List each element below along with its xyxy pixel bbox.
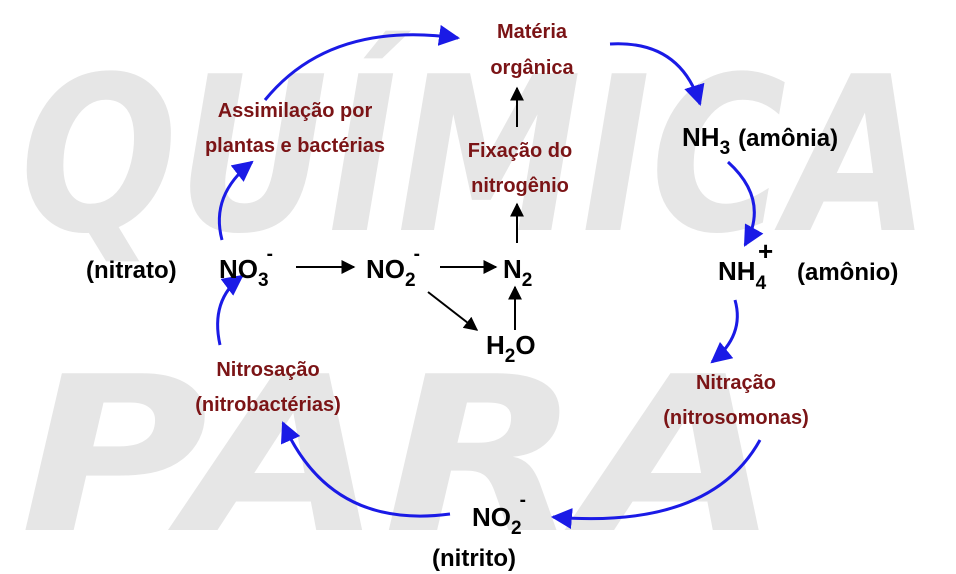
arrow-nitrite-to-nitrosation bbox=[280, 421, 451, 518]
nitrate-formula-main: NO bbox=[219, 254, 258, 284]
water-formula: H2O bbox=[486, 330, 536, 367]
fixation-line1: Fixação do bbox=[468, 140, 572, 162]
arrow-nitrate-to-assimilation bbox=[217, 160, 254, 241]
nitrite-mid-subscript: 2 bbox=[405, 270, 416, 291]
ammonia-main: NH bbox=[682, 122, 720, 152]
organic-matter-line1: Matéria bbox=[497, 21, 568, 43]
organic-matter-line2: orgânica bbox=[490, 57, 574, 79]
nitration-line1: Nitração bbox=[696, 372, 776, 394]
fixation-line2: nitrogênio bbox=[471, 175, 569, 197]
ammonium-note: (amônio) bbox=[797, 259, 898, 286]
nitrite-mid-formula: NO2 - bbox=[366, 244, 420, 291]
nitrite-bottom-charge: - bbox=[520, 490, 526, 511]
watermark-line1: QUÍMICA bbox=[20, 29, 930, 281]
water-subscript: 2 bbox=[505, 346, 516, 367]
arrow-ammonia-to-ammonium bbox=[726, 160, 764, 247]
ammonia-note: (amônia) bbox=[738, 125, 838, 152]
assimilation-line1: Assimilação por bbox=[218, 100, 373, 122]
nitrite-bottom-formula: NO2 - bbox=[472, 490, 526, 539]
water-o: O bbox=[515, 330, 535, 360]
nitrate-formula: NO3 - bbox=[219, 244, 273, 291]
nitrosation-line1: Nitrosação bbox=[216, 359, 319, 381]
nitrite-note: (nitrito) bbox=[432, 545, 516, 572]
ammonium-main: NH bbox=[718, 256, 756, 286]
cycle-arrows bbox=[216, 24, 764, 530]
n2-formula: N2 bbox=[503, 254, 532, 291]
watermark-line2: PARA bbox=[20, 330, 780, 574]
process-labels: Matéria orgânica Assimilação por plantas… bbox=[195, 21, 809, 429]
ammonia-subscript: 3 bbox=[720, 138, 731, 159]
n2-subscript: 2 bbox=[522, 270, 533, 291]
nitration-line2: (nitrosomonas) bbox=[663, 407, 809, 429]
nitrite-mid-main: NO bbox=[366, 254, 405, 284]
nitrite-bottom-main: NO bbox=[472, 502, 511, 532]
arrow-organic-to-ammonia bbox=[609, 42, 705, 107]
ammonium-formula: NH4 bbox=[718, 256, 767, 294]
arrow-nitration-to-nitrite bbox=[550, 439, 762, 530]
nitrite-bottom-subscript: 2 bbox=[511, 518, 522, 539]
nitrosation-line2: (nitrobactérias) bbox=[195, 394, 341, 416]
ammonium-charge: + bbox=[758, 236, 773, 266]
nitrite-mid-charge: - bbox=[414, 244, 420, 265]
ammonia-formula: NH3 (amônia) bbox=[682, 122, 838, 159]
species-labels: (nitrato) NO3- NO2- N2 H2O NH3(amônia) N… bbox=[86, 122, 898, 572]
arrow-ammonium-to-nitration bbox=[710, 299, 739, 364]
nitrate-subscript: 3 bbox=[258, 270, 269, 291]
nitrate-note: (nitrato) bbox=[86, 257, 177, 284]
arrow-nitrosation-to-nitrate bbox=[216, 274, 244, 346]
nitrate-charge: - bbox=[267, 244, 273, 265]
water-h: H bbox=[486, 330, 505, 360]
reaction-arrows bbox=[296, 86, 524, 331]
ammonium-subscript: 4 bbox=[756, 273, 767, 294]
watermark: QUÍMICA PARA bbox=[20, 29, 930, 574]
n2-main: N bbox=[503, 254, 522, 284]
assimilation-line2: plantas e bactérias bbox=[205, 135, 385, 157]
arrow-nitrite-to-water bbox=[427, 291, 479, 331]
arrow-assimilation-to-organic bbox=[263, 24, 461, 101]
